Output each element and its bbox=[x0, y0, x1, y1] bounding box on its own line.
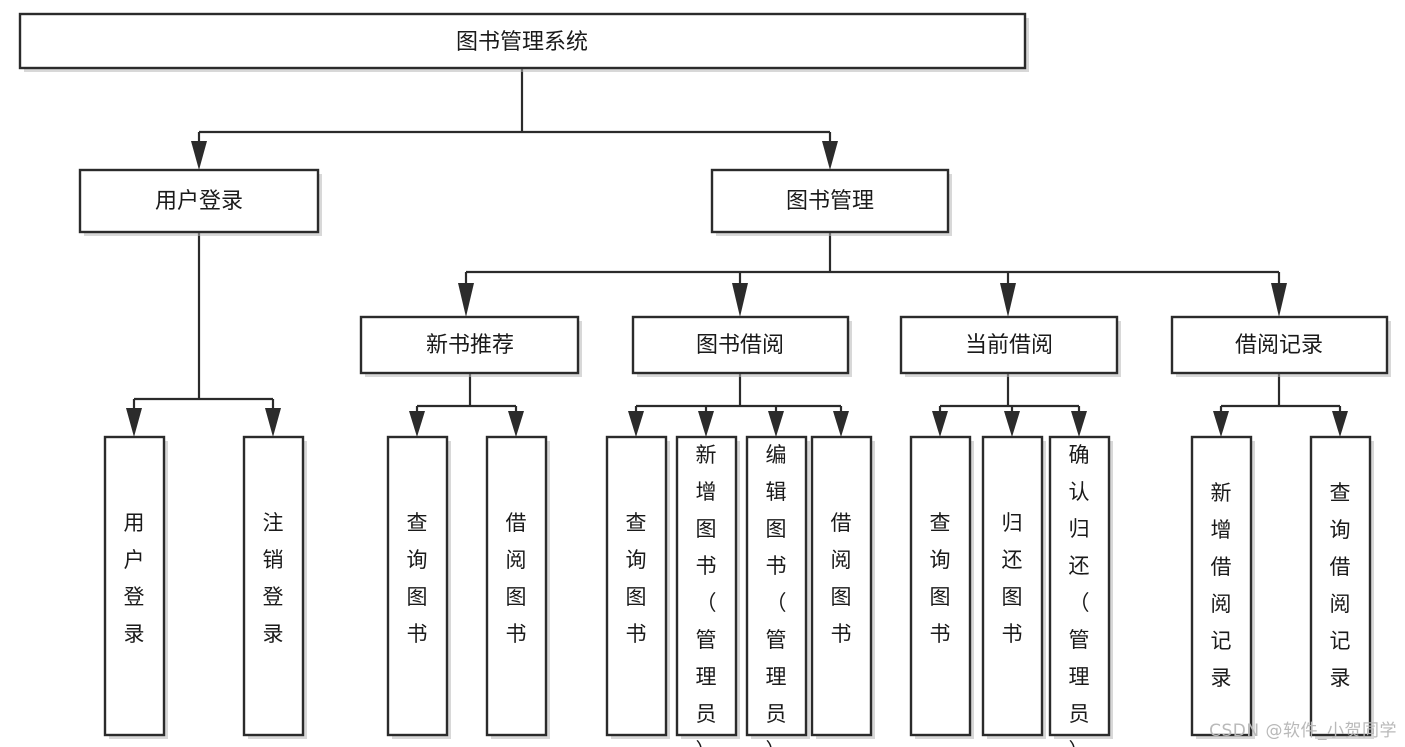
leaf-confirm-return-admin[interactable]: 确认归还（管理员） bbox=[1048, 435, 1113, 747]
leaf-add-book-admin-rect[interactable] bbox=[675, 435, 738, 737]
node-book-management-label: 图书管理 bbox=[786, 189, 874, 214]
arrow-to-new-book-recommend bbox=[458, 283, 474, 317]
leaf-logout-login[interactable]: 注销登录 bbox=[242, 435, 307, 739]
node-book-management[interactable]: 图书管理 bbox=[710, 168, 952, 236]
arrow-to-leaf-query-book-b bbox=[628, 411, 644, 437]
leaf-edit-book-admin-rect[interactable] bbox=[745, 435, 808, 737]
arrow-to-leaf-borrow-book-b bbox=[833, 411, 849, 437]
node-user-login-rect[interactable] bbox=[78, 168, 320, 234]
arrow-to-book-borrow bbox=[732, 283, 748, 317]
leaf-add-book-admin[interactable]: 新增图书（管理员） bbox=[675, 435, 740, 747]
node-current-borrow-label: 当前借阅 bbox=[965, 333, 1053, 358]
arrow-to-current-borrow bbox=[1000, 283, 1016, 317]
leaf-return-book-rect[interactable] bbox=[981, 435, 1044, 737]
node-new-book-recommend-label: 新书推荐 bbox=[426, 333, 514, 358]
arrow-to-leaf-add-record bbox=[1213, 411, 1229, 437]
arrow-root-to-user-login bbox=[191, 141, 207, 170]
leaf-borrow-book-recommend-label: 借阅图书 bbox=[506, 511, 527, 646]
arrow-to-leaf-query-book-c bbox=[932, 411, 948, 437]
node-book-borrow-rect[interactable] bbox=[631, 315, 850, 375]
leaf-borrow-book-recommend[interactable]: 借阅图书 bbox=[485, 435, 550, 739]
leaf-confirm-return-admin-rect[interactable] bbox=[1048, 435, 1111, 737]
arrow-to-leaf-query-record bbox=[1332, 411, 1348, 437]
leaf-return-book[interactable]: 归还图书 bbox=[981, 435, 1046, 739]
node-root-rect[interactable] bbox=[18, 12, 1027, 70]
leaf-add-borrow-record-label: 新增借阅记录 bbox=[1211, 481, 1232, 690]
leaf-query-book-current[interactable]: 查询图书 bbox=[909, 435, 974, 739]
arrow-to-leaf-add-book bbox=[698, 411, 714, 437]
leaf-borrow-book-borrow[interactable]: 借阅图书 bbox=[810, 435, 875, 739]
node-user-login[interactable]: 用户登录 bbox=[78, 168, 322, 236]
node-root-label: 图书管理系统 bbox=[456, 30, 588, 55]
node-borrow-record[interactable]: 借阅记录 bbox=[1170, 315, 1391, 377]
leaf-borrow-book-recommend-rect[interactable] bbox=[485, 435, 548, 737]
arrow-to-leaf-confirm-return bbox=[1071, 411, 1087, 437]
leaf-query-book-current-label: 查询图书 bbox=[930, 511, 951, 646]
leaf-user-login[interactable]: 用户登录 bbox=[103, 435, 168, 739]
leaf-query-borrow-record-label: 查询借阅记录 bbox=[1330, 481, 1351, 690]
node-new-book-recommend[interactable]: 新书推荐 bbox=[359, 315, 582, 377]
arrow-to-leaf-edit-book bbox=[768, 411, 784, 437]
node-book-borrow[interactable]: 图书借阅 bbox=[631, 315, 852, 377]
arrow-to-leaf-borrow-book-a bbox=[508, 411, 524, 437]
leaf-user-login-rect[interactable] bbox=[103, 435, 166, 737]
node-borrow-record-rect[interactable] bbox=[1170, 315, 1389, 375]
leaf-confirm-return-admin-label: 确认归还（管理员） bbox=[1069, 443, 1090, 747]
leaf-user-login-label: 用户登录 bbox=[124, 511, 145, 646]
leaf-borrow-book-borrow-rect[interactable] bbox=[810, 435, 873, 737]
connector-group bbox=[126, 68, 1348, 437]
leaf-return-book-label: 归还图书 bbox=[1002, 511, 1023, 646]
leaf-edit-book-admin[interactable]: 编辑图书（管理员） bbox=[745, 435, 810, 747]
leaf-query-borrow-record-rect[interactable] bbox=[1309, 435, 1372, 737]
leaf-logout-login-rect[interactable] bbox=[242, 435, 305, 737]
leaf-query-book-recommend-label: 查询图书 bbox=[407, 511, 428, 646]
node-current-borrow-rect[interactable] bbox=[899, 315, 1119, 375]
arrow-to-borrow-record bbox=[1271, 283, 1287, 317]
node-borrow-record-label: 借阅记录 bbox=[1235, 333, 1323, 358]
leaf-add-borrow-record[interactable]: 新增借阅记录 bbox=[1190, 435, 1255, 739]
node-book-management-rect[interactable] bbox=[710, 168, 950, 234]
leaf-add-borrow-record-rect[interactable] bbox=[1190, 435, 1253, 737]
node-current-borrow[interactable]: 当前借阅 bbox=[899, 315, 1121, 377]
arrow-to-leaf-logout-login bbox=[265, 408, 281, 437]
arrow-to-leaf-return-book bbox=[1004, 411, 1020, 437]
leaf-query-book-recommend[interactable]: 查询图书 bbox=[386, 435, 451, 739]
leaf-query-book-borrow-rect[interactable] bbox=[605, 435, 668, 737]
arrow-root-to-book-manage bbox=[822, 141, 838, 170]
leaf-query-book-recommend-rect[interactable] bbox=[386, 435, 449, 737]
arrow-to-leaf-user-login bbox=[126, 408, 142, 437]
leaf-edit-book-admin-label: 编辑图书（管理员） bbox=[766, 443, 787, 747]
leaf-query-book-current-rect[interactable] bbox=[909, 435, 972, 737]
leaf-borrow-book-borrow-label: 借阅图书 bbox=[831, 511, 852, 646]
node-root-system[interactable]: 图书管理系统 bbox=[18, 12, 1029, 72]
node-new-book-recommend-rect[interactable] bbox=[359, 315, 580, 375]
node-book-borrow-label: 图书借阅 bbox=[696, 333, 784, 358]
csdn-watermark: CSDN @软件_小贺同学 bbox=[1209, 721, 1397, 741]
node-user-login-label: 用户登录 bbox=[155, 189, 243, 214]
leaf-query-book-borrow-label: 查询图书 bbox=[626, 511, 647, 646]
leaf-query-book-borrow[interactable]: 查询图书 bbox=[605, 435, 670, 739]
arrow-to-leaf-query-book-a bbox=[409, 411, 425, 437]
leaf-add-book-admin-label: 新增图书（管理员） bbox=[696, 443, 717, 747]
leaf-query-borrow-record[interactable]: 查询借阅记录 bbox=[1309, 435, 1374, 739]
leaf-logout-login-label: 注销登录 bbox=[263, 511, 284, 646]
